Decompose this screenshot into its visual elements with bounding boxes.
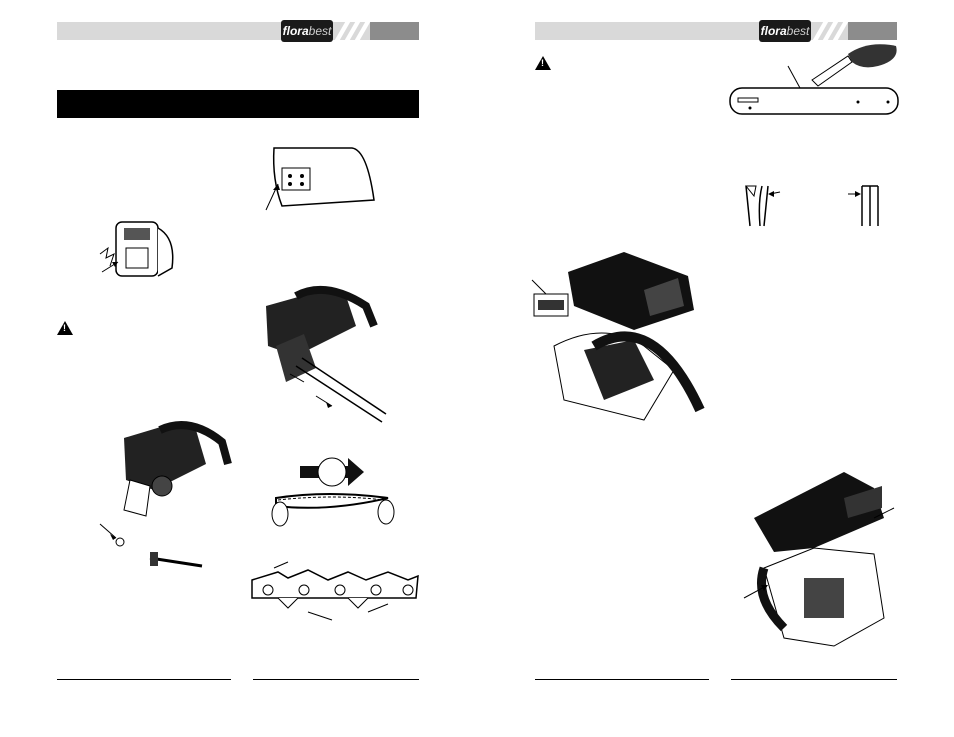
chainsaw-bar-illustration — [266, 286, 387, 423]
warning-icon — [57, 321, 73, 335]
cylinder-cover-illustration — [743, 472, 895, 647]
section-title-band — [57, 90, 419, 118]
chain-cover-illustration — [265, 147, 375, 211]
left-header-accent — [370, 22, 419, 40]
air-filter-cover-illustration — [531, 252, 705, 421]
bar-groove-correct-illustration — [848, 185, 879, 226]
right-page-footer-rule — [535, 679, 709, 680]
guide-bar-cleaning-illustration — [729, 44, 899, 115]
left-page-footer-rule — [57, 679, 231, 680]
saw-chain-links-illustration — [251, 561, 419, 621]
left-page-footer-rule — [253, 679, 419, 680]
logo-text: best — [308, 24, 332, 38]
right-page-footer-rule — [731, 679, 897, 680]
chain-direction-illustration — [271, 457, 395, 527]
logo-text: flora — [282, 24, 309, 38]
warning-icon — [535, 56, 551, 70]
sprocket-cover-removal-illustration — [99, 421, 232, 568]
bar-groove-worn-illustration — [744, 185, 781, 227]
logo-text: flora — [760, 24, 787, 38]
logo-text: best — [786, 24, 810, 38]
chain-brake-illustration — [99, 221, 174, 277]
right-header-accent — [848, 22, 897, 40]
